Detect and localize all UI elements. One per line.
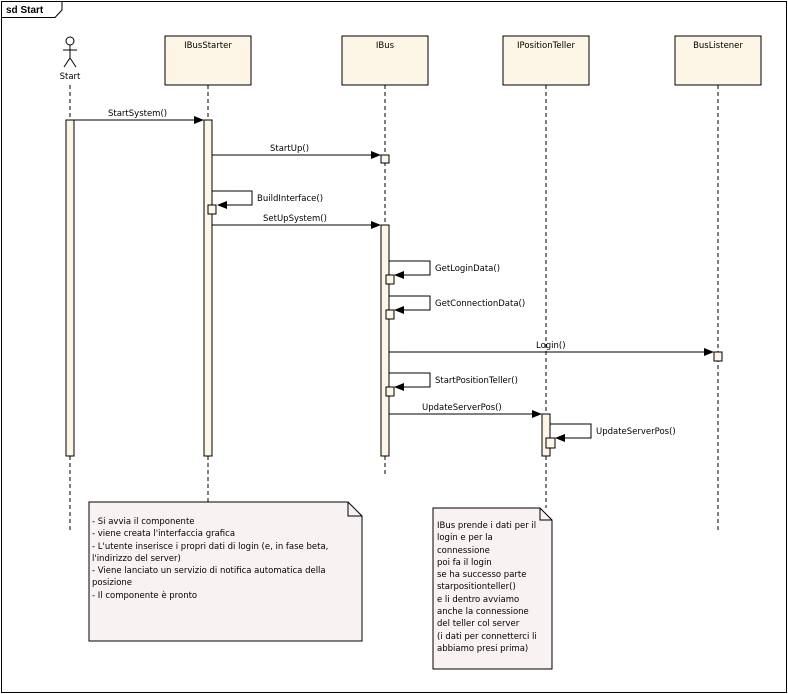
note-line: del teller col server xyxy=(437,619,520,630)
message-label-buildinterface: BuildInterface() xyxy=(257,194,323,204)
note-ibus-login[interactable] xyxy=(432,507,553,670)
lifeline-name: IBusStarter xyxy=(184,41,232,51)
note-line: anche la connessione xyxy=(437,607,529,618)
message-arrow-buildinterface xyxy=(212,190,253,209)
note-line: - viene creata l'interfaccia grafica xyxy=(92,529,236,540)
note-line: starpositionteller() xyxy=(437,582,516,593)
message-arrow-startpositionteller xyxy=(389,372,431,391)
note-line: - L'utente inserisce i propri dati di lo… xyxy=(92,541,329,552)
note-line: l'indirizzo del server) xyxy=(92,553,181,564)
lifeline-ipositionteller[interactable]: IPositionTeller xyxy=(502,35,590,86)
frame-title: sd Start xyxy=(6,5,44,16)
note-line: (i dati per connetterci li xyxy=(437,631,537,642)
activation-start xyxy=(65,119,75,457)
execution-login xyxy=(713,351,723,362)
activation-ibusstarter xyxy=(203,119,213,457)
lifeline-name: IPositionTeller xyxy=(517,41,576,51)
note-line: posizione xyxy=(92,578,133,589)
note-text-component-start: - Si avvia il componente - viene creata … xyxy=(92,516,328,602)
execution-buildinterface xyxy=(207,204,217,215)
message-arrow-getlogindata xyxy=(389,260,431,279)
lifeline-buslistener[interactable]: BusListener xyxy=(674,35,762,86)
note-line: IBus prende i dati per il xyxy=(437,521,537,531)
message-label-startsystem: StartSystem() xyxy=(108,109,167,119)
note-text-ibus-login: IBus prende i dati per il login e per la… xyxy=(437,520,537,655)
message-arrow-getconnectiondata xyxy=(389,295,431,314)
note-line: abbiamo presi prima) xyxy=(437,643,529,654)
note-line: - Viene lanciato un servizio di notifica… xyxy=(92,566,326,577)
note-line: - Il componente è pronto xyxy=(92,590,198,601)
actor-name: Start xyxy=(60,72,81,82)
message-label-updateserverpos-self: UpdateServerPos() xyxy=(596,427,676,437)
note-line: connessione xyxy=(437,545,490,556)
execution-getlogindata xyxy=(385,274,395,285)
note-component-start[interactable] xyxy=(88,501,363,642)
lifeline-name: BusListener xyxy=(693,41,743,51)
note-line: - Si avvia il componente xyxy=(92,517,195,527)
execution-updateserverpos-self xyxy=(545,437,556,449)
message-label-updateserverpos: UpdateServerPos() xyxy=(422,403,502,413)
note-line: e li dentro avviamo xyxy=(437,594,520,605)
execution-getconnectiondata xyxy=(385,309,395,320)
note-line: login e per la xyxy=(437,533,493,544)
message-label-login: Login() xyxy=(536,341,566,351)
activation-ipositionteller xyxy=(541,413,551,457)
message-label-setupsystem: SetUpSystem() xyxy=(263,214,327,224)
activation-ibus xyxy=(380,224,390,457)
lifeline-name: IBus xyxy=(376,41,395,51)
stick-figure-icon xyxy=(63,36,77,68)
message-label-startpositionteller: StartPositionTeller() xyxy=(435,376,518,386)
lifeline-ibusstarter[interactable]: IBusStarter xyxy=(164,35,252,86)
note-line: se ha successo parte xyxy=(437,570,527,581)
actor-start[interactable]: Start xyxy=(60,36,81,82)
message-label-getconnectiondata: GetConnectionData() xyxy=(435,299,525,309)
message-arrow-updateserverpos-self xyxy=(550,423,592,442)
execution-startup xyxy=(380,154,390,164)
message-label-getlogindata: GetLoginData() xyxy=(435,264,500,274)
message-label-startup: StartUp() xyxy=(270,144,309,154)
note-line: poi fa il login xyxy=(437,557,492,568)
lifeline-ibus[interactable]: IBus xyxy=(341,35,429,86)
execution-startpositionteller xyxy=(385,386,395,397)
